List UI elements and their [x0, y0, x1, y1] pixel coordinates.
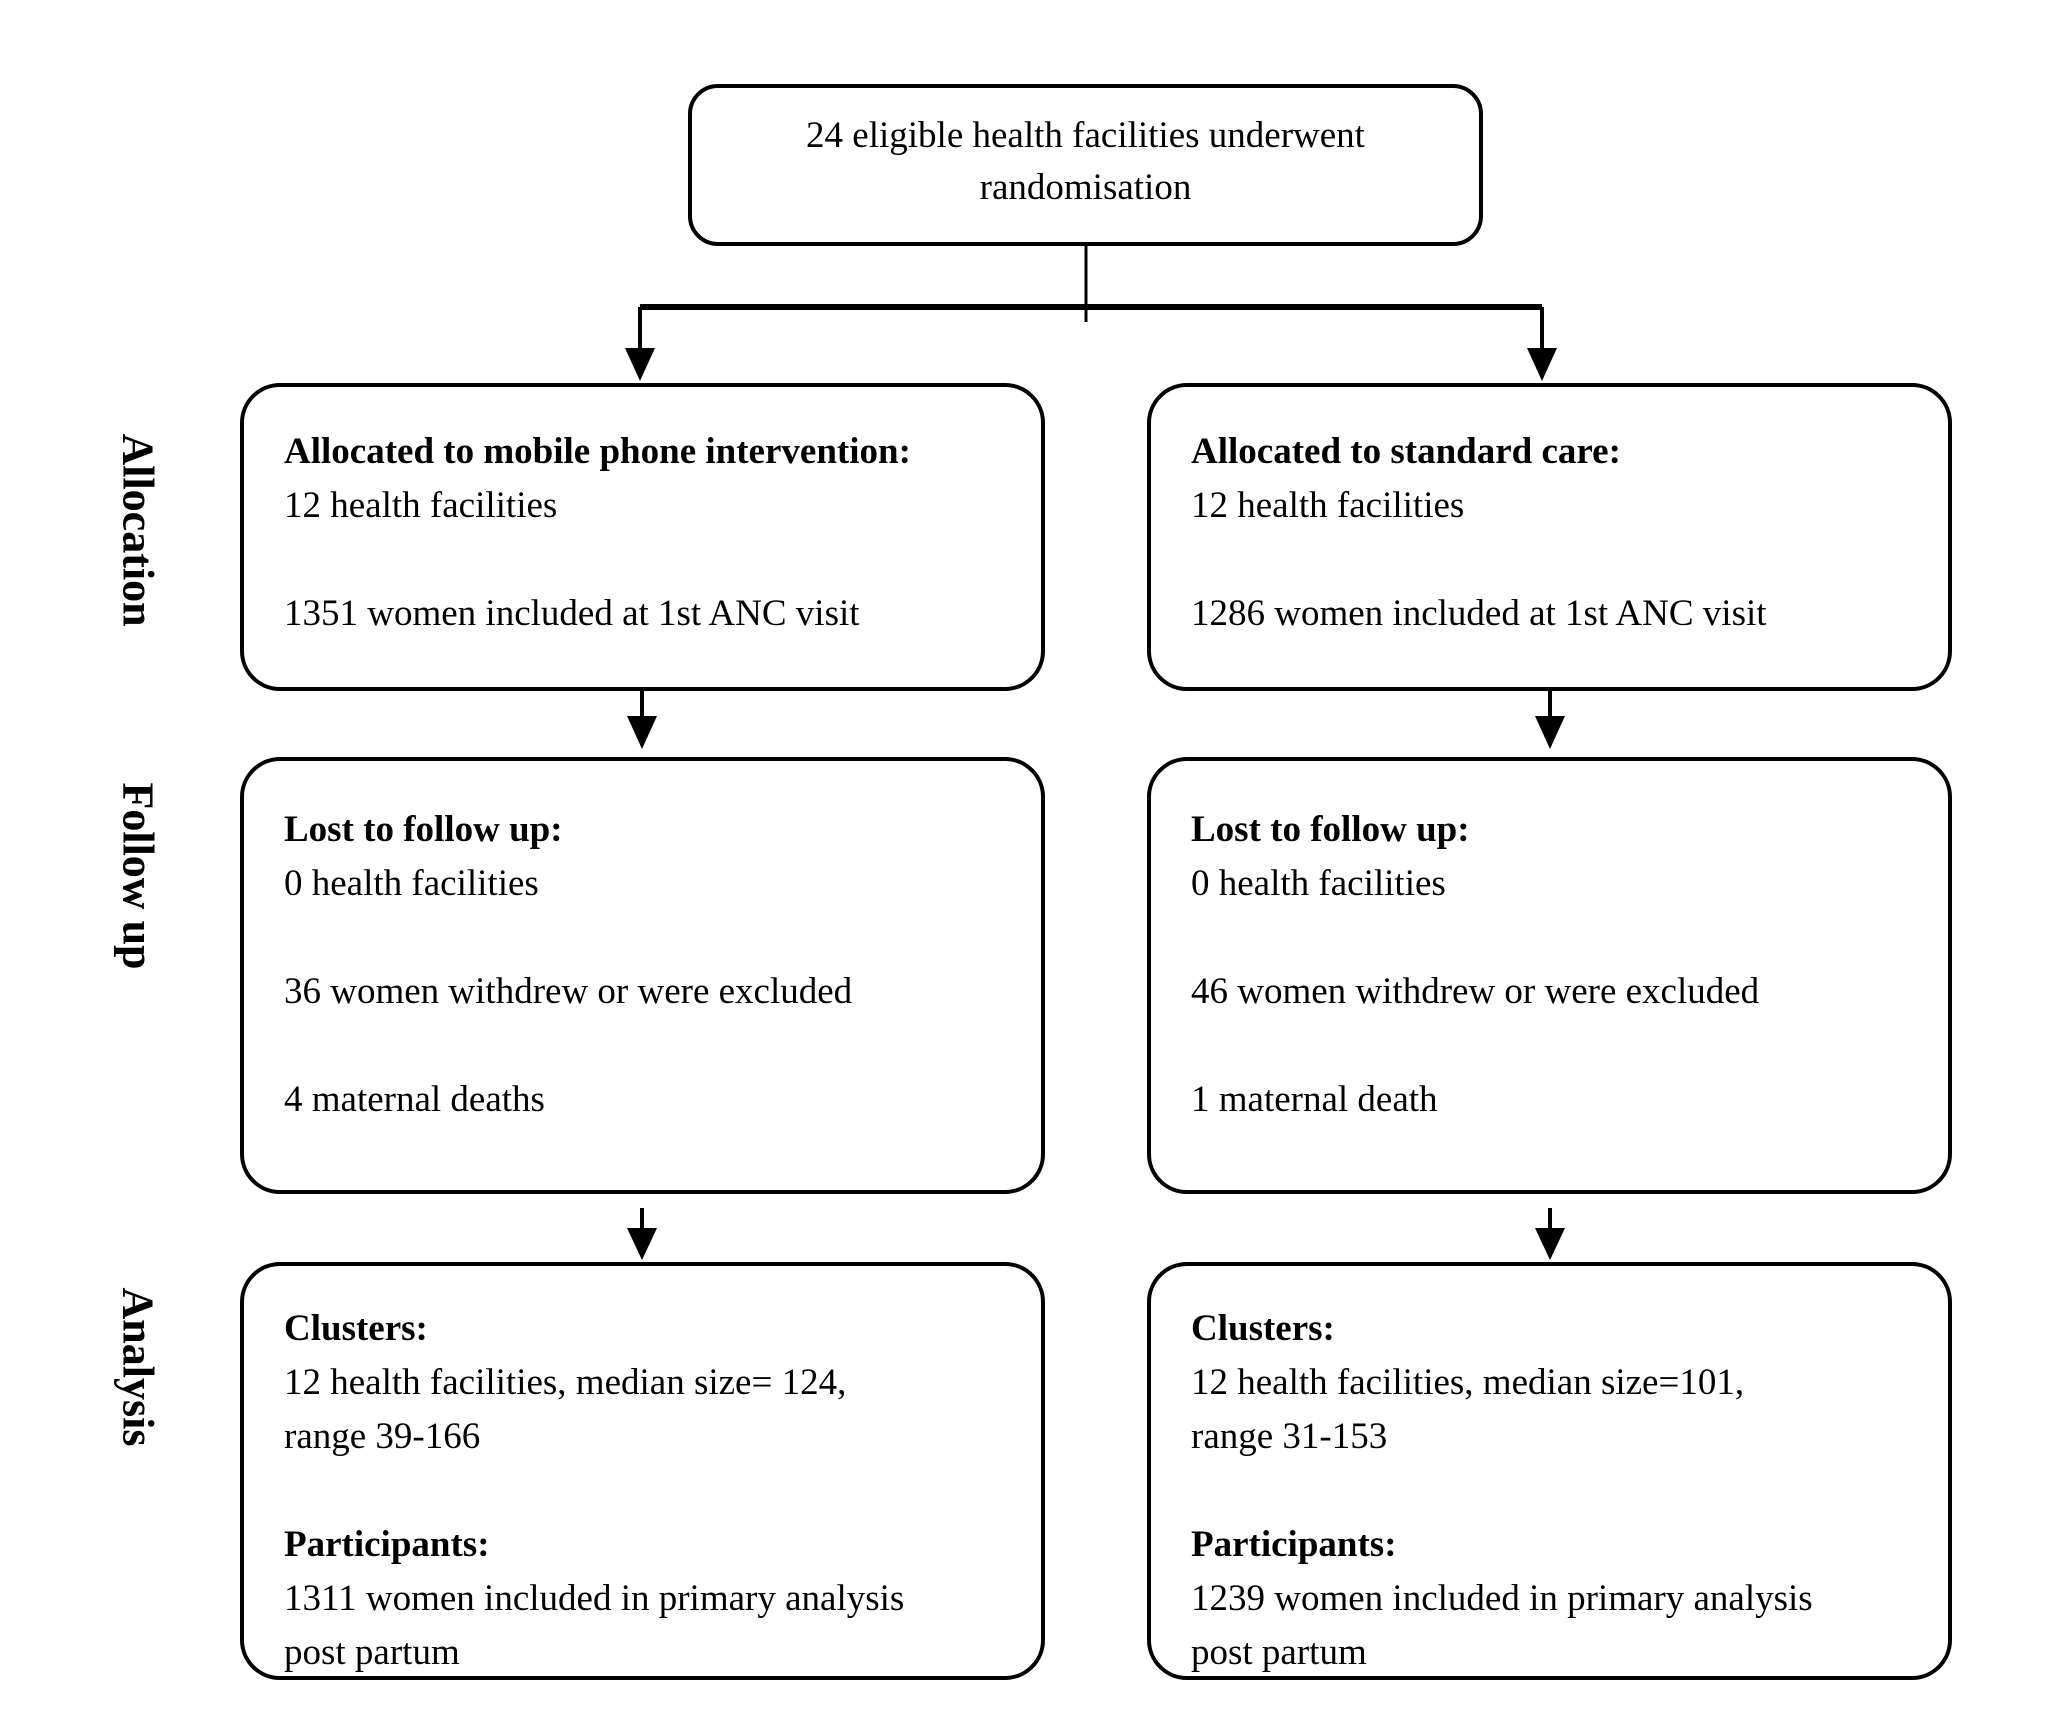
analysis-standard-participants-line2: post partum [1191, 1632, 1367, 1673]
arrow-down-icon [627, 1208, 657, 1260]
randomisation-box: 24 eligible health facilities underwent … [688, 84, 1483, 246]
followup-standard-facilities: 0 health facilities [1191, 863, 1446, 904]
followup-standard-deaths: 1 maternal death [1191, 1079, 1438, 1120]
followup-intervention-heading: Lost to follow up: [284, 809, 563, 850]
analysis-intervention-clusters-heading: Clusters: [284, 1308, 428, 1349]
analysis-standard-participants-heading: Participants: [1191, 1524, 1397, 1565]
stage-label-allocation: Allocation [113, 433, 163, 627]
arrow-down-icon [627, 691, 657, 749]
randomisation-text-line2: randomisation [979, 167, 1192, 208]
analysis-box-intervention: Clusters: 12 health facilities, median s… [240, 1262, 1045, 1680]
allocation-intervention-enrolled: 1351 women included at 1st ANC visit [284, 593, 860, 634]
allocation-intervention-heading: Allocated to mobile phone intervention: [284, 431, 911, 472]
allocation-box-intervention: Allocated to mobile phone intervention: … [240, 383, 1045, 691]
analysis-intervention-participants-line1: 1311 women included in primary analysis [284, 1578, 905, 1619]
analysis-standard-clusters-line2: range 31-153 [1191, 1416, 1388, 1457]
followup-standard-heading: Lost to follow up: [1191, 809, 1470, 850]
followup-intervention-facilities: 0 health facilities [284, 863, 539, 904]
analysis-box-standard-care: Clusters: 12 health facilities, median s… [1147, 1262, 1952, 1680]
stage-label-analysis: Analysis [113, 1287, 163, 1447]
analysis-standard-clusters-line1: 12 health facilities, median size=101, [1191, 1362, 1745, 1403]
followup-box-intervention: Lost to follow up: 0 health facilities 3… [240, 757, 1045, 1194]
followup-standard-withdrew: 46 women withdrew or were excluded [1191, 971, 1760, 1012]
analysis-intervention-clusters-line1: 12 health facilities, median size= 124, [284, 1362, 847, 1403]
analysis-intervention-participants-line2: post partum [284, 1632, 460, 1673]
analysis-intervention-clusters-line2: range 39-166 [284, 1416, 481, 1457]
arrow-down-icon [1535, 1208, 1565, 1260]
arrow-down-icon [625, 307, 655, 381]
analysis-intervention-participants-heading: Participants: [284, 1524, 490, 1565]
randomisation-text-line1: 24 eligible health facilities underwent [806, 115, 1365, 156]
analysis-standard-participants-line1: 1239 women included in primary analysis [1191, 1578, 1813, 1619]
allocation-standard-heading: Allocated to standard care: [1191, 431, 1621, 472]
followup-intervention-withdrew: 36 women withdrew or were excluded [284, 971, 853, 1012]
followup-box-standard-care: Lost to follow up: 0 health facilities 4… [1147, 757, 1952, 1194]
allocation-intervention-facilities: 12 health facilities [284, 485, 558, 526]
analysis-standard-clusters-heading: Clusters: [1191, 1308, 1335, 1349]
arrow-down-icon [1527, 307, 1557, 381]
allocation-box-standard-care: Allocated to standard care: 12 health fa… [1147, 383, 1952, 691]
followup-intervention-deaths: 4 maternal deaths [284, 1079, 545, 1120]
allocation-standard-enrolled: 1286 women included at 1st ANC visit [1191, 593, 1767, 634]
allocation-standard-facilities: 12 health facilities [1191, 485, 1465, 526]
stage-label-follow-up: Follow up [113, 782, 163, 970]
arrow-down-icon [1535, 691, 1565, 749]
